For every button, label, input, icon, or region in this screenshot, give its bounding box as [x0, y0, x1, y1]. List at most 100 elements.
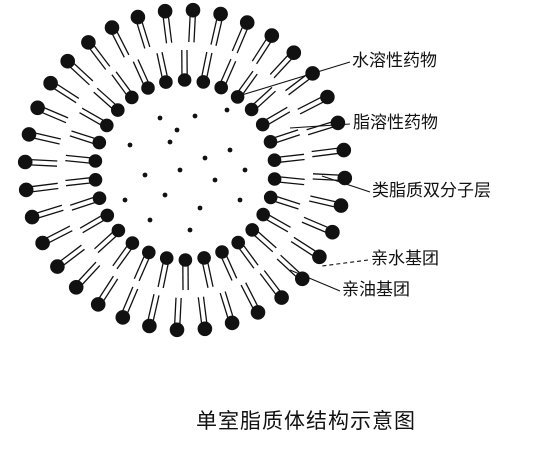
polar-head: [337, 170, 353, 186]
inner-phospholipid: [65, 154, 103, 168]
polar-head: [267, 153, 282, 167]
outer-phospholipid: [104, 20, 130, 58]
polar-head: [88, 173, 103, 187]
inner-phospholipid: [196, 51, 213, 89]
outer-phospholipid: [60, 53, 94, 86]
annotation-lines: [231, 61, 371, 292]
polar-head: [115, 310, 131, 325]
polar-head: [24, 209, 40, 225]
outer-phospholipid: [81, 35, 111, 70]
outer-phospholipid: [68, 261, 101, 295]
inner-phospholipid: [157, 251, 174, 289]
outer-phospholipid: [197, 296, 213, 337]
polar-head: [215, 245, 229, 259]
polar-head: [312, 249, 327, 265]
outer-phospholipid: [290, 236, 327, 265]
outer-phospholipid: [24, 204, 64, 225]
polar-head: [325, 224, 340, 240]
annotation-leader-line: [289, 123, 351, 129]
water-soluble-drug-dot: [227, 147, 233, 153]
polar-head: [244, 102, 259, 117]
polar-head: [224, 315, 240, 331]
water-soluble-drug-dot: [224, 107, 230, 113]
outer-phospholipid: [21, 127, 61, 145]
inner-phospholipid: [263, 129, 301, 149]
outer-phospholipid: [169, 297, 185, 338]
inner-phospholipid: [263, 190, 301, 210]
polar-head: [286, 45, 302, 61]
polar-head: [263, 135, 278, 149]
outer-lipid-layer: [17, 2, 353, 338]
inner-phospholipid: [215, 245, 238, 281]
water-soluble-drug-dot: [177, 167, 183, 173]
polar-head: [68, 279, 84, 295]
polar-head: [196, 75, 211, 89]
inner-phospholipid: [69, 191, 107, 211]
outer-phospholipid: [301, 216, 340, 240]
water-soluble-drug-dot: [212, 177, 218, 183]
outer-phospholipid: [18, 182, 59, 198]
polar-head: [239, 15, 255, 30]
polar-head: [18, 182, 34, 198]
water-soluble-drug-dot: [157, 115, 163, 121]
water-soluble-drug-dot: [122, 197, 128, 203]
polar-head: [141, 81, 155, 95]
diagram-caption: 单室脂质体结构示意图: [196, 409, 416, 433]
outer-phospholipid: [30, 100, 69, 124]
polar-head: [104, 20, 120, 35]
inner-phospholipid: [267, 172, 305, 186]
polar-head: [130, 9, 146, 25]
inner-phospholipid: [231, 235, 259, 269]
outer-phospholipid: [90, 275, 119, 312]
outer-phospholipid: [269, 45, 302, 79]
outer-phospholipid: [306, 115, 346, 136]
water-soluble-drug-dot: [127, 142, 133, 148]
label-lipid-bilayer: 类脂质双分子层: [372, 181, 491, 201]
inner-phospholipid: [156, 52, 173, 89]
inner-phospholipid: [230, 70, 258, 104]
water-soluble-drug-dot: [174, 127, 180, 133]
inner-phospholipid: [69, 130, 107, 150]
polar-head: [250, 305, 266, 320]
polar-head: [92, 191, 107, 205]
water-soluble-drug-dot: [147, 217, 153, 223]
inner-phospholipid: [111, 71, 139, 105]
inner-phospholipid: [112, 236, 140, 270]
polar-head: [336, 142, 352, 158]
polar-head: [169, 322, 185, 338]
outer-phospholipid: [185, 2, 201, 43]
outer-phospholipid: [312, 170, 353, 186]
outer-phospholipid: [35, 225, 73, 251]
inner-phospholipid: [177, 49, 192, 87]
outer-phospholipid: [157, 3, 173, 44]
outer-phospholipid: [142, 294, 160, 334]
water-soluble-drug-dot: [162, 192, 168, 198]
outer-phospholipid: [276, 254, 310, 287]
inner-phospholipid: [79, 107, 114, 133]
water-soluble-drug-dot: [242, 167, 248, 173]
polar-head: [177, 73, 192, 87]
inner-phospholipid: [132, 59, 155, 95]
water-soluble-drug-dot: [187, 227, 193, 233]
label-water-soluble-drug: 水溶性药物: [352, 51, 437, 71]
polar-head: [231, 235, 245, 250]
polar-head: [330, 115, 346, 131]
outer-phospholipid: [115, 286, 139, 325]
outer-phospholipid: [130, 9, 151, 49]
annotation-leader-line: [321, 175, 371, 193]
water-soluble-drug-dot: [167, 139, 173, 145]
outer-phospholipid: [297, 89, 335, 115]
polar-head: [92, 135, 107, 150]
polar-head: [111, 223, 126, 238]
label-hydrophilic-group: 亲水基团: [371, 249, 439, 269]
inner-phospholipid: [93, 87, 125, 117]
polar-head: [159, 251, 174, 265]
polar-head: [21, 127, 37, 142]
polar-head: [245, 223, 259, 237]
inner-phospholipid: [178, 253, 193, 291]
polar-head: [197, 321, 213, 337]
polar-head: [125, 90, 139, 105]
outer-phospholipid: [43, 75, 80, 104]
outer-phospholipid: [210, 6, 228, 46]
